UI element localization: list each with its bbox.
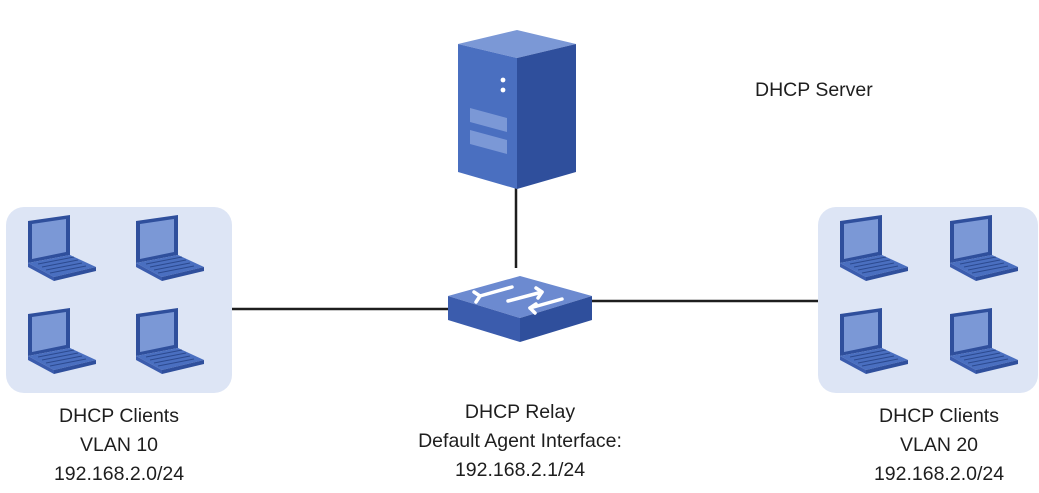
clients-right-label: DHCP Clients VLAN 20 192.168.2.0/24	[820, 402, 1039, 489]
client-group-left	[6, 207, 232, 393]
clients-right-subnet: 192.168.2.0/24	[873, 463, 1005, 485]
network-links	[232, 188, 818, 311]
relay-label: DHCP Relay Default Agent Interface: 192.…	[355, 398, 685, 485]
clients-right-vlan: VLAN 20	[899, 434, 979, 456]
clients-left-title: DHCP Clients	[59, 405, 179, 427]
clients-left-label: DHCP Clients VLAN 10 192.168.2.0/24	[0, 402, 238, 489]
clients-left-vlan: VLAN 10	[79, 434, 159, 456]
server-label: DHCP Server	[755, 76, 873, 105]
clients-right-title: DHCP Clients	[879, 405, 999, 427]
relay-agent-interface: Default Agent Interface:	[418, 430, 622, 452]
relay-address: 192.168.2.1/24	[454, 459, 586, 481]
relay-title: DHCP Relay	[464, 401, 576, 423]
switch-icon	[448, 276, 592, 342]
server-label-text: DHCP Server	[755, 79, 873, 101]
server-icon	[458, 30, 576, 189]
client-group-right	[818, 207, 1038, 393]
clients-left-subnet: 192.168.2.0/24	[53, 463, 185, 485]
